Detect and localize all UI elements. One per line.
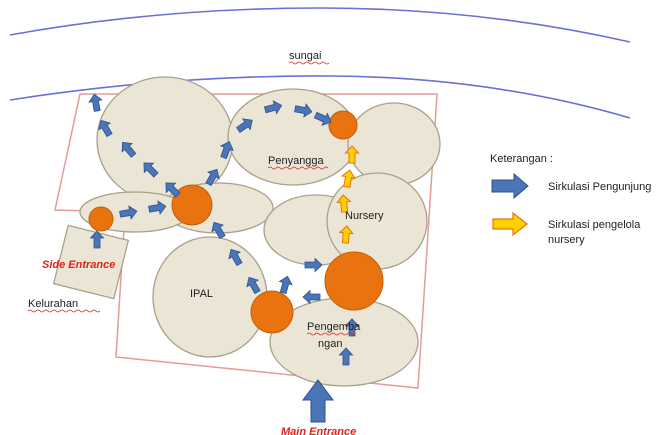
legend-visitor-label: Sirkulasi Pengunjung	[548, 181, 651, 193]
buffer-label: Penyangga	[268, 155, 325, 167]
main-entrance-arrow	[302, 379, 334, 423]
side-entrance-label: Side Entrance	[42, 259, 115, 271]
legend-manager-label-line1: Sirkulasi pengelola	[548, 219, 641, 231]
kelurahan-label-underline	[27, 309, 101, 313]
legend-visitor-icon	[491, 172, 529, 200]
ipal-label: IPAL	[190, 288, 213, 300]
main-entrance-label: Main Entrance	[281, 426, 356, 435]
development-label-underline	[306, 332, 356, 336]
river-label: sungai	[289, 50, 321, 62]
river-line-top	[9, 7, 631, 43]
development-label-line1: Pengemba	[307, 321, 361, 333]
node-nursery	[324, 251, 384, 311]
legend-title: Keterangan :	[490, 153, 553, 165]
river-line-bottom	[9, 75, 631, 119]
node-buffer	[328, 110, 358, 140]
nursery-label: Nursery	[345, 210, 384, 222]
node-hub	[171, 184, 213, 226]
development-label-line2: ngan	[318, 338, 342, 350]
site-boundary	[54, 93, 438, 389]
visitor-arrow	[276, 274, 295, 295]
node-side-entrance	[88, 206, 114, 232]
legend-manager-icon	[492, 211, 528, 237]
node-ipal	[250, 290, 294, 334]
legend: Keterangan : Sirkulasi Pengunjung Sirkul…	[490, 153, 651, 246]
visitor-arrow	[87, 92, 105, 113]
buffer-label-underline	[267, 166, 329, 170]
river-label-underline	[288, 61, 330, 65]
legend-manager-label-line2: nursery	[548, 234, 585, 246]
kelurahan-label: Kelurahan	[28, 298, 78, 310]
zone-northeast	[347, 102, 441, 186]
